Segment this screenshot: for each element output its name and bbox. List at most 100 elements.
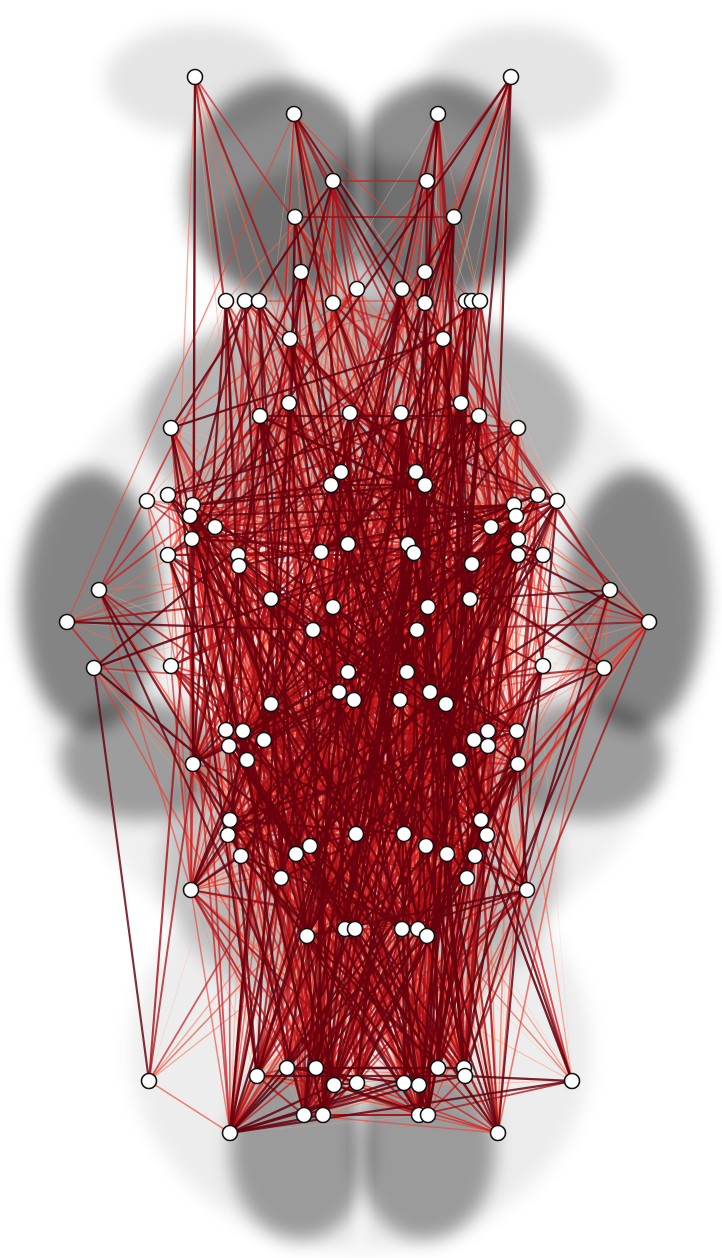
network-edge [237,503,516,568]
network-node [437,695,455,713]
network-node [251,407,269,425]
network-edge [92,666,404,931]
network-edge [166,553,249,762]
network-edge [255,550,323,1078]
network-edge [517,427,573,1082]
network-node [339,535,357,553]
network-edge [332,1083,430,1117]
network-node [301,837,319,855]
network-node [230,557,248,575]
network-node [262,590,280,608]
network-edge [166,493,428,848]
network-node [463,555,481,573]
network-edge [190,75,513,541]
network-node [465,731,483,749]
network-node [272,869,290,887]
network-node [287,845,305,863]
network-edge [603,589,611,669]
network-node [159,486,177,504]
network-node [236,292,254,310]
network-node [181,507,199,525]
network-node [548,492,566,510]
network-edge [416,605,430,931]
network-edge [343,542,410,931]
network-edge [465,562,474,880]
network-node [421,683,439,701]
network-node [324,294,342,312]
network-node [398,663,416,681]
network-node [346,920,364,938]
network-edge [299,270,406,836]
network-node [534,657,552,675]
network-node [324,598,342,616]
network-node [419,1106,437,1124]
network-edge [190,270,303,541]
network-edge [426,299,482,609]
network-edge [497,589,611,1134]
network-edge [189,888,421,1117]
network-edge [462,762,520,1070]
network-edge [472,738,483,822]
network-edge [239,854,440,1070]
network-edge [516,553,651,624]
network-node [509,419,527,437]
network-edge [436,666,606,1070]
network-node [206,518,224,536]
network-node [325,1076,343,1094]
network-node [304,621,322,639]
network-edge [444,702,574,1083]
network-edge [147,537,194,1083]
network-edge [445,852,500,1135]
network-edge [257,299,298,856]
network-edge [189,833,230,892]
network-edge [423,426,520,487]
network-node [220,737,238,755]
network-node [138,492,156,510]
network-edge [66,113,295,623]
network-node [450,751,468,769]
network-edge [405,514,518,674]
network-node [395,825,413,843]
network-node [348,280,366,298]
network-edge [436,664,545,1070]
network-edge [414,470,430,609]
network-edge [269,470,418,601]
network-edge [312,504,515,631]
network-edge [225,300,272,600]
network-edge [288,337,500,1135]
network-edge [453,216,481,302]
network-edge [463,621,650,1069]
network-edge [417,744,490,1117]
network-node [286,208,304,226]
network-edge [166,553,356,702]
network-edge [166,553,231,748]
network-node [471,292,489,310]
network-edge [190,889,258,1077]
network-node [298,927,316,945]
network-node [314,1106,332,1124]
network-edge [459,299,468,405]
network-edge [462,503,516,1070]
network-node [182,881,200,899]
network-node [345,691,363,709]
network-edge [228,401,463,1135]
network-edge [302,1081,359,1117]
network-node [429,105,447,123]
network-node [140,1072,158,1090]
network-node [518,881,536,899]
network-edge [190,889,231,1134]
network-edge [190,889,324,1116]
network-edge [239,690,341,858]
network-node [461,590,479,608]
network-edge [287,401,336,1087]
network-edge [400,401,463,931]
network-edge [257,299,418,474]
network-edge [466,877,499,1134]
network-edge [262,690,341,742]
network-node [429,1059,447,1077]
network-edge [98,589,192,891]
network-edge [269,597,461,762]
network-node [58,613,76,631]
network-node [162,419,180,437]
